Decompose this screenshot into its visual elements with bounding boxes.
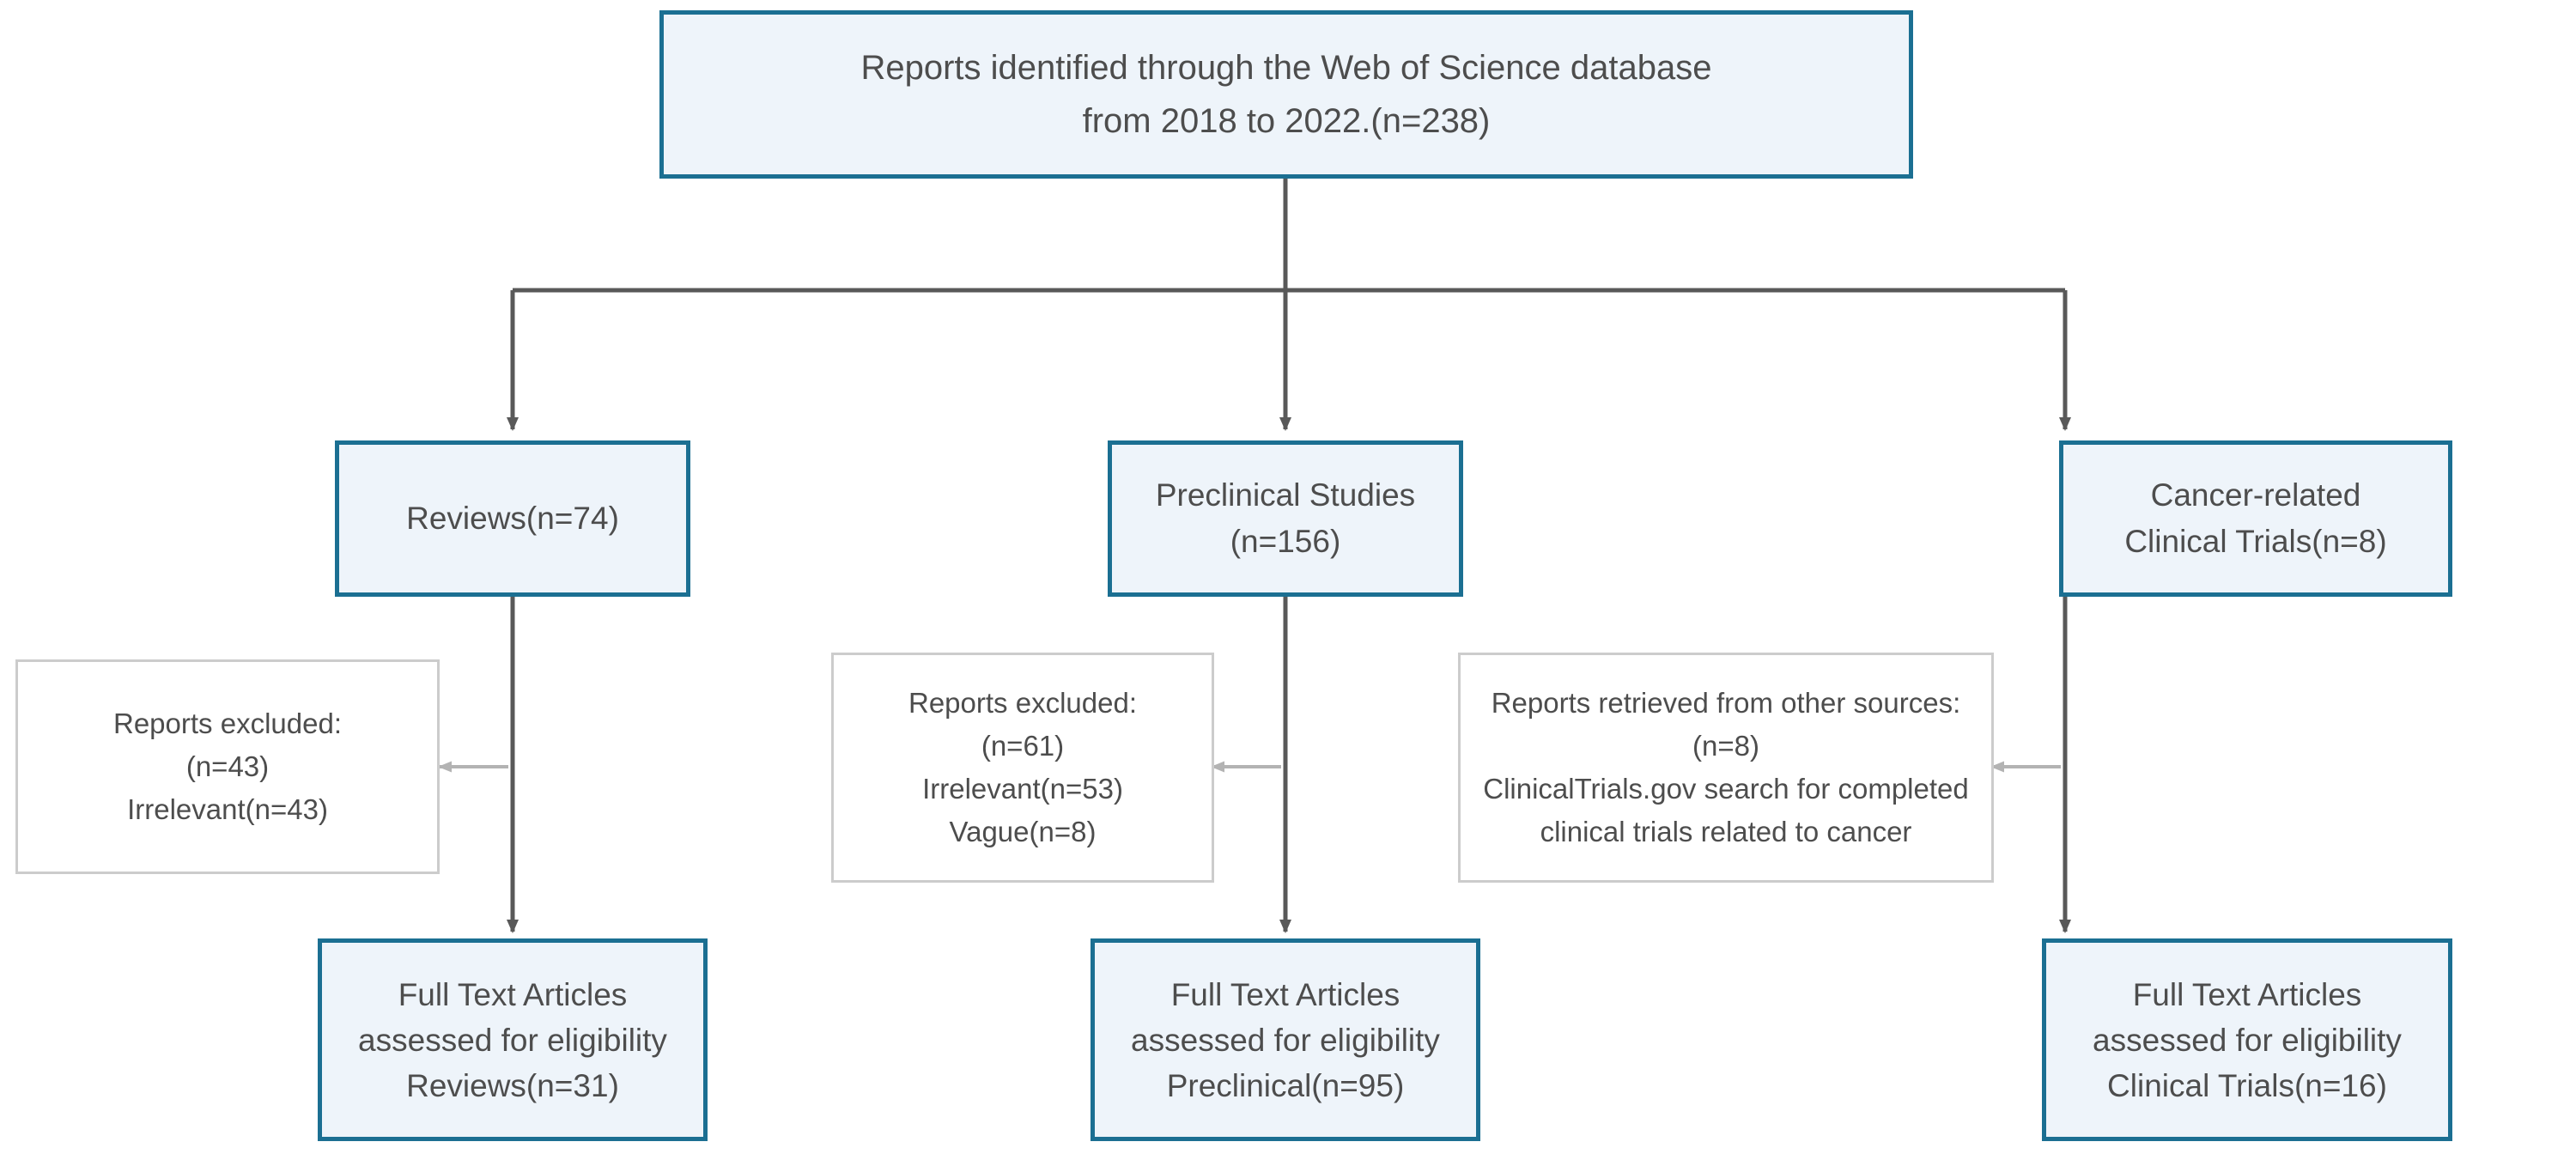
note-reviews-excluded-line-1: Reports excluded: <box>113 708 342 739</box>
note-clinical-trials-retrieved-line-1: Reports retrieved from other sources: <box>1491 687 1961 719</box>
note-box-clinical-trials-retrieved: Reports retrieved from other sources: (n… <box>1458 653 1994 883</box>
source-box-line-1: Reports identified through the Web of Sc… <box>860 49 1712 87</box>
category-box-preclinical-studies: Preclinical Studies (n=156) <box>1108 440 1463 597</box>
note-clinical-trials-retrieved-line-3: ClinicalTrials.gov search for completed <box>1483 773 1969 805</box>
category-box-reviews: Reviews(n=74) <box>335 440 690 597</box>
fulltext-clinical-trials-line-2: assessed for eligibility <box>2093 1022 2402 1058</box>
fulltext-reviews-line-3: Reviews(n=31) <box>406 1067 619 1103</box>
category-clinical-trials-line-2: Clinical Trials(n=8) <box>2124 524 2387 559</box>
fulltext-reviews-line-2: assessed for eligibility <box>358 1022 667 1058</box>
fulltext-box-reviews: Full Text Articles assessed for eligibil… <box>318 938 708 1141</box>
note-preclinical-excluded-line-2: (n=61) <box>981 730 1065 762</box>
note-preclinical-excluded-line-1: Reports excluded: <box>908 687 1137 719</box>
connector-source-to-bus <box>513 178 2065 293</box>
category-clinical-trials-line-1: Cancer-related <box>2150 477 2361 513</box>
note-preclinical-excluded-line-3: Irrelevant(n=53) <box>922 773 1123 805</box>
fulltext-box-preclinical: Full Text Articles assessed for eligibil… <box>1091 938 1480 1141</box>
category-preclinical-line-1: Preclinical Studies <box>1155 477 1416 513</box>
note-reviews-excluded-line-2: (n=43) <box>185 750 270 782</box>
fulltext-clinical-trials-line-1: Full Text Articles <box>2132 976 2362 1012</box>
note-box-reviews-excluded: Reports excluded: (n=43) Irrelevant(n=43… <box>15 659 440 874</box>
fulltext-box-clinical-trials: Full Text Articles assessed for eligibil… <box>2042 938 2452 1141</box>
category-reviews-line-1: Reviews(n=74) <box>406 501 619 536</box>
category-preclinical-line-2: (n=156) <box>1230 524 1341 559</box>
note-box-preclinical-excluded: Reports excluded: (n=61) Irrelevant(n=53… <box>831 653 1214 883</box>
fulltext-preclinical-line-1: Full Text Articles <box>1170 976 1400 1012</box>
source-box-line-2: from 2018 to 2022.(n=238) <box>1082 102 1491 140</box>
note-reviews-excluded-line-3: Irrelevant(n=43) <box>127 793 328 825</box>
note-clinical-trials-retrieved-line-4: clinical trials related to cancer <box>1540 816 1912 847</box>
note-preclinical-excluded-line-4: Vague(n=8) <box>949 816 1097 847</box>
category-box-cancer-related-clinical-trials: Cancer-related Clinical Trials(n=8) <box>2059 440 2452 597</box>
fulltext-clinical-trials-line-3: Clinical Trials(n=16) <box>2107 1067 2387 1103</box>
fulltext-preclinical-line-2: assessed for eligibility <box>1131 1022 1440 1058</box>
fulltext-reviews-line-1: Full Text Articles <box>398 976 628 1012</box>
note-clinical-trials-retrieved-line-2: (n=8) <box>1692 730 1759 762</box>
source-box: Reports identified through the Web of Sc… <box>659 10 1913 179</box>
fulltext-preclinical-line-3: Preclinical(n=95) <box>1166 1067 1405 1103</box>
